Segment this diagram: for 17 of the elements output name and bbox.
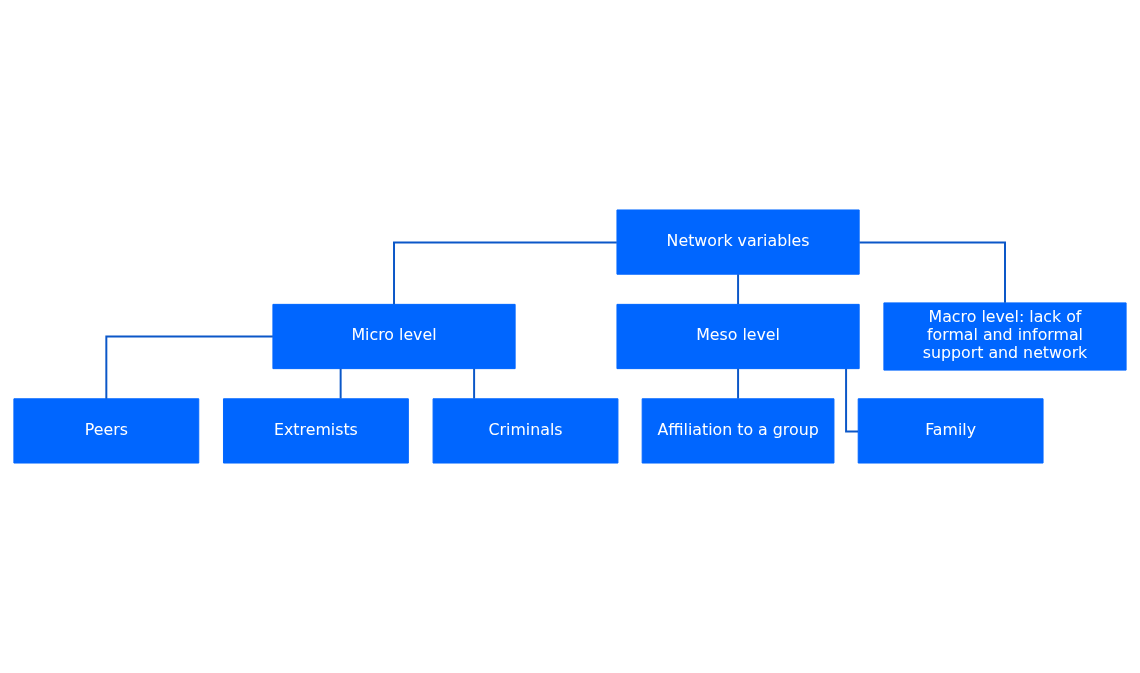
- node-box: Criminals: [432, 398, 619, 464]
- connector: [473, 367, 476, 400]
- connector: [737, 367, 740, 400]
- connector: [393, 241, 618, 306]
- connector: [845, 367, 860, 433]
- node-box: Extremists: [223, 398, 409, 464]
- connector: [105, 335, 274, 400]
- node-box: Peers: [13, 398, 200, 464]
- node-box: Network variables: [616, 209, 860, 275]
- node-box: Micro level: [272, 303, 516, 370]
- node-box: Family: [857, 398, 1044, 464]
- node-box: Affiliation to a group: [641, 398, 835, 464]
- node-box: Macro level: lack of formal and informal support and network: [883, 302, 1127, 371]
- connector: [737, 273, 740, 306]
- connector: [339, 367, 342, 400]
- connector: [858, 241, 1006, 304]
- node-box: Meso level: [616, 303, 860, 370]
